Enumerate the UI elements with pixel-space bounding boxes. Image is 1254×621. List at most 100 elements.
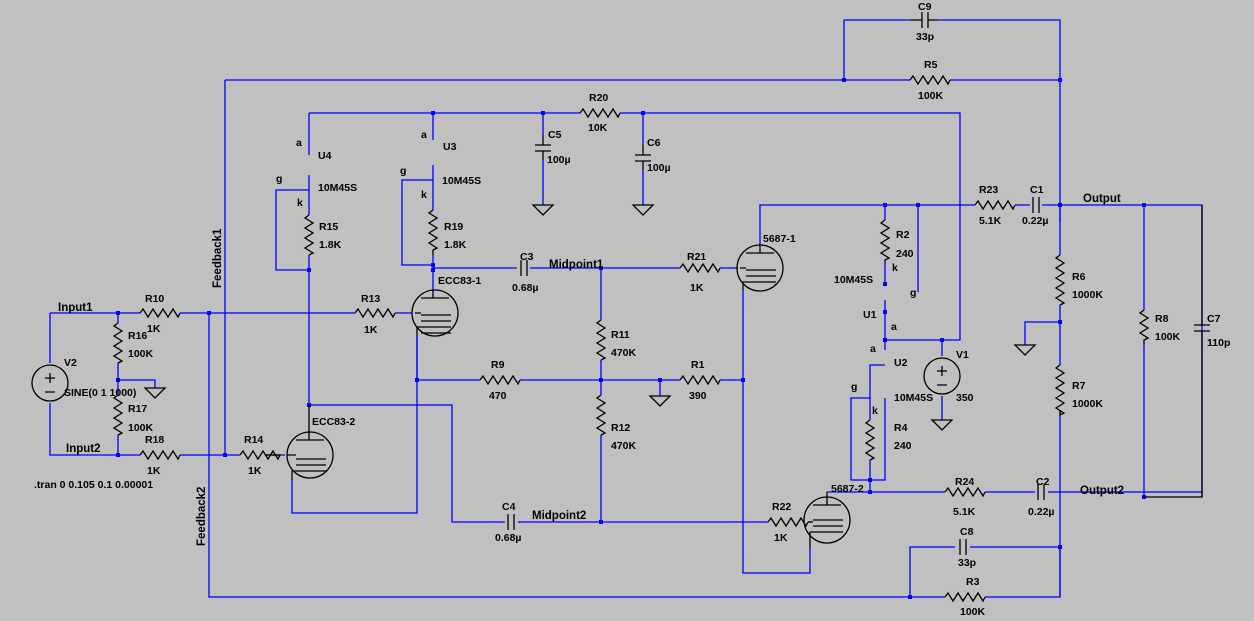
resistor-r8[interactable] <box>1138 309 1150 345</box>
pin-g-u2: g <box>851 381 857 393</box>
val-r12: 470K <box>611 440 637 452</box>
resistor-r4[interactable] <box>864 419 876 461</box>
ref-r4: R4 <box>894 422 908 434</box>
voltage-source-v1[interactable] <box>923 357 961 395</box>
junctions <box>116 78 1146 599</box>
capacitor-c7[interactable] <box>1144 205 1210 498</box>
resistor-r14[interactable] <box>239 449 282 461</box>
net-output: Output <box>1083 193 1121 205</box>
pin-g-u1: g <box>910 287 916 299</box>
pin-k-u2: k <box>872 405 878 417</box>
ref-r24: R24 <box>955 476 974 488</box>
net-input2: Input2 <box>66 443 101 455</box>
val-r2: 240 <box>896 248 914 260</box>
voltage-source-v2[interactable] <box>31 364 69 402</box>
capacitor-c1[interactable] <box>1032 197 1040 213</box>
val-r22: 1K <box>774 532 788 544</box>
val-c7: 110p <box>1207 337 1230 349</box>
pin-k-u4: k <box>297 197 303 209</box>
resistor-r12[interactable] <box>595 394 607 436</box>
resistor-r6[interactable] <box>1054 254 1066 306</box>
resistor-r11[interactable] <box>595 319 607 361</box>
resistor-r22[interactable] <box>767 516 809 528</box>
tube-ecc83-2[interactable] <box>286 405 334 480</box>
ref-r5: R5 <box>924 59 938 71</box>
ref-r13: R13 <box>361 293 380 305</box>
resistor-r23[interactable] <box>974 199 1016 211</box>
ref-r3: R3 <box>966 576 980 588</box>
capacitor-c4[interactable] <box>507 514 515 530</box>
model-u1: 10M45S <box>834 274 873 286</box>
resistor-r1[interactable] <box>679 374 721 386</box>
pin-k-u3: k <box>421 189 427 201</box>
ref-c9: C9 <box>918 1 932 13</box>
val-r11: 470K <box>611 347 637 359</box>
resistor-r2[interactable] <box>879 219 891 262</box>
resistor-r17[interactable] <box>112 394 124 436</box>
ref-r7: R7 <box>1072 380 1086 392</box>
resistor-r5[interactable] <box>909 74 951 86</box>
val-r10: 1K <box>147 323 161 335</box>
net-input1: Input1 <box>58 302 93 314</box>
resistor-r10[interactable] <box>139 307 181 319</box>
ref-c8: C8 <box>960 526 974 538</box>
labels: C9 33p R5 100K R20 10K C5 100µ C6 100µ a… <box>34 1 1230 618</box>
resistor-r19[interactable] <box>427 209 439 255</box>
val-r5: 100K <box>918 90 944 102</box>
resistor-r3[interactable] <box>944 591 986 603</box>
capacitor-c3[interactable] <box>520 260 528 276</box>
ref-c3: C3 <box>520 251 534 263</box>
ref-r21: R21 <box>687 251 706 263</box>
ref-ecc83-2: ECC83-2 <box>312 416 355 428</box>
val-r3: 100K <box>960 606 986 618</box>
ref-r6: R6 <box>1072 271 1086 283</box>
tube-ecc83-1[interactable] <box>411 289 459 337</box>
val-r1: 390 <box>689 390 707 402</box>
val-c9: 33p <box>916 31 934 43</box>
ref-r17: R17 <box>128 403 147 415</box>
val-r14: 1K <box>248 465 262 477</box>
ref-r15: R15 <box>319 221 338 233</box>
resistor-r9[interactable] <box>479 374 521 386</box>
net-feedback2: Feedback2 <box>196 487 208 546</box>
model-u3: 10M45S <box>442 175 481 187</box>
val-r16: 100K <box>128 348 154 360</box>
resistor-r13[interactable] <box>354 307 396 319</box>
resistor-r20[interactable] <box>579 107 621 119</box>
resistor-r7[interactable] <box>1054 364 1066 417</box>
capacitor-c5[interactable] <box>535 135 551 160</box>
resistor-r24[interactable] <box>944 486 986 498</box>
model-u2: 10M45S <box>894 392 933 404</box>
ref-ecc83-1: ECC83-1 <box>438 275 481 287</box>
ref-c6: C6 <box>647 137 661 149</box>
ref-r14: R14 <box>244 434 263 446</box>
ref-r19: R19 <box>444 221 463 233</box>
val-r6: 1000K <box>1072 289 1103 301</box>
ref-r9: R9 <box>491 359 505 371</box>
capacitor-c9[interactable] <box>910 12 938 28</box>
val-r18: 1K <box>147 465 161 477</box>
resistor-r15[interactable] <box>303 214 315 256</box>
ref-r16: R16 <box>128 330 147 342</box>
val-v1: 350 <box>956 392 974 404</box>
ground-symbols <box>143 204 1037 431</box>
capacitor-c8[interactable] <box>959 539 967 555</box>
val-r23: 5.1K <box>979 215 1002 227</box>
ref-5687-2: 5687-2 <box>831 483 864 495</box>
val-r21: 1K <box>690 282 704 294</box>
capacitor-c6[interactable] <box>635 145 651 170</box>
resistor-r21[interactable] <box>679 262 721 274</box>
ref-r11: R11 <box>611 329 630 341</box>
val-v2: SINE(0 1 1000) <box>64 387 136 399</box>
resistor-r18[interactable] <box>139 449 181 461</box>
tube-5687-1[interactable] <box>736 244 784 292</box>
capacitor-c2[interactable] <box>1037 484 1045 500</box>
resistor-r16[interactable] <box>112 322 124 364</box>
tube-5687-2[interactable] <box>803 492 851 548</box>
val-r24: 5.1K <box>953 506 976 518</box>
val-c5: 100µ <box>547 154 571 166</box>
val-c3: 0.68µ <box>512 282 539 294</box>
val-r19: 1.8K <box>444 239 467 251</box>
ref-c5: C5 <box>548 129 562 141</box>
